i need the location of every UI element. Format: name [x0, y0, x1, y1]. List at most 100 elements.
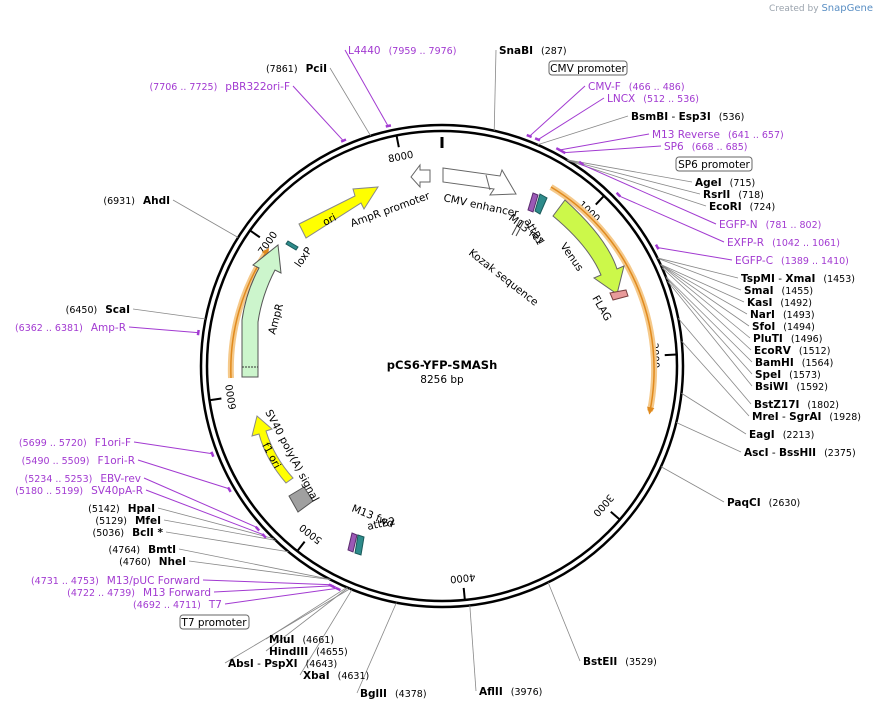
primer-leader-l4440	[344, 49, 389, 128]
feature-kozak-2	[511, 219, 521, 236]
leader-mrei	[681, 340, 750, 417]
primer-leader-m13-reverse	[558, 133, 650, 151]
primer-mark-ebv-rev	[254, 525, 261, 532]
primer-m13-reverse: M13 Reverse(641 .. 657)	[652, 129, 784, 141]
primer-leader-sv40pa-r	[145, 489, 266, 536]
leader-mfei	[163, 519, 276, 541]
primer-mark-f1ori-f	[210, 451, 215, 458]
site-paqci: PaqCI(2630)	[727, 497, 800, 509]
tick-3000	[610, 510, 621, 521]
tick-4000	[462, 587, 466, 600]
primer-mark-egfp-n	[578, 160, 585, 166]
primer-pbr322ori-f: (7706 .. 7725)pBR322ori-F	[149, 81, 290, 93]
primer-mark-sp6	[560, 149, 566, 155]
leader-sfoi	[660, 264, 750, 327]
backbone-inner	[205, 129, 679, 603]
feature-ampr-promoter	[410, 163, 431, 189]
backbone-outer	[199, 123, 685, 609]
site-bamhi: BamHI(1564)	[755, 357, 833, 369]
site-hpai: (5142)HpaI	[88, 503, 155, 515]
tick-7000	[249, 229, 261, 239]
primer-mark-t7	[335, 586, 342, 592]
leader-bsteii	[547, 582, 581, 662]
site-snabi: SnaBI(287)	[499, 45, 567, 57]
primer-mark-cmv-f	[526, 133, 533, 139]
primer-mark-lncx	[534, 137, 541, 142]
plasmid-length: 8256 bp	[420, 374, 464, 386]
leader-bglii	[356, 602, 397, 694]
tick-label-4000: 4000	[449, 571, 475, 584]
primer-leader-ebv-rev	[143, 477, 259, 529]
primer-leader-cmv-f	[528, 85, 586, 138]
primer-mark-pbr322ori-f	[340, 138, 347, 143]
leader-pluti	[660, 264, 751, 339]
leader-pcii	[329, 67, 371, 137]
snapgene-credit: Created by SnapGene	[769, 3, 873, 14]
primer-leader-sp6	[562, 145, 662, 154]
label-venus: Venus	[558, 241, 586, 274]
label-ori: ori	[321, 212, 339, 229]
feature-attb2	[354, 534, 365, 556]
site-bsteii: BstEII(3529)	[583, 656, 657, 668]
primer-t7: (4692 .. 4711)T7	[133, 599, 222, 611]
feature-attb1	[534, 193, 548, 215]
primer-mark-f1ori-r	[226, 486, 232, 493]
primer-leader-m13-forward	[213, 585, 334, 593]
leader-ecorv	[661, 267, 752, 351]
leader-hpai	[157, 507, 275, 540]
credit-prefix: Created by	[769, 4, 819, 14]
primer-mark-amp-r	[196, 329, 200, 336]
primer-leader-m13-puc-forward	[202, 579, 332, 586]
site-bglii: BglII(4378)	[360, 688, 427, 700]
site-pluti: PluTI(1496)	[753, 333, 822, 345]
primer-leader-egfp-c	[656, 246, 733, 261]
primer-m13-puc-forward: (4731 .. 4753)M13/pUC Forward	[31, 575, 200, 587]
site-spei: SpeI(1573)	[755, 369, 821, 381]
feature-cmv-enhancer	[442, 167, 517, 196]
primer-cmv-f: CMV-F(466 .. 486)	[588, 81, 685, 93]
label-m13-rev: M13 rev	[506, 212, 547, 248]
tick-label-3000: 3000	[590, 492, 615, 518]
leader-absi	[224, 588, 351, 664]
leader-bsmbi	[537, 115, 629, 146]
primer-leader-pbr322ori-f	[292, 85, 345, 142]
leader-snabi	[493, 49, 497, 131]
site-xbai: XbaI(4631)	[303, 670, 369, 682]
svg-text:SP6 promoter: SP6 promoter	[678, 159, 750, 171]
leader-paqci	[660, 466, 725, 503]
site-aflii: AflII(3976)	[479, 686, 542, 698]
label-flag: FLAG	[589, 294, 613, 324]
tick-label-6000: 6000	[224, 384, 239, 411]
leader-kasi	[660, 264, 745, 303]
site-asci: AscI - BssHII(2375)	[744, 447, 856, 459]
primer-egfp-n: EGFP-N(781 .. 802)	[719, 219, 821, 231]
site-tspmi: TspMI - XmaI(1453)	[741, 273, 855, 285]
site-rsrii: RsrII(718)	[703, 189, 764, 201]
feature-m13-fwd	[347, 532, 358, 553]
leader-spei	[666, 277, 753, 375]
leader-agei	[566, 159, 693, 183]
site-sfoi: SfoI(1494)	[752, 321, 815, 333]
site-mfei: (5129)MfeI	[95, 515, 161, 527]
site-ahdi: (6931)AhdI	[103, 195, 170, 207]
leader-smai	[657, 257, 742, 291]
site-ecorv: EcoRV(1512)	[754, 345, 830, 357]
primer-l4440: L4440(7959 .. 7976)	[348, 45, 456, 57]
feature-kozak	[515, 220, 525, 237]
site-scai: (6450)ScaI	[66, 304, 130, 316]
feature-m13-rev	[527, 192, 539, 213]
primer-sv40pa-r: (5180 .. 5199)SV40pA-R	[15, 485, 143, 497]
label-attb2: attB2	[366, 515, 396, 533]
primer-f1ori-r: (5490 .. 5509)F1ori-R	[22, 455, 135, 467]
site-absi: AbsI - PspXI(4643)	[228, 658, 337, 670]
primer-mark-m13-forward	[330, 584, 337, 589]
box-sp6-promoter: SP6 promoter	[675, 156, 753, 172]
primer-leader-amp-r	[128, 326, 200, 334]
svg-text:CMV promoter: CMV promoter	[550, 63, 626, 75]
tick-5000	[296, 541, 306, 552]
leader-bamhi	[665, 276, 753, 363]
primer-ebv-rev: (5234 .. 5253)EBV-rev	[25, 473, 142, 485]
site-eagi: EagI(2213)	[749, 429, 814, 441]
site-agei: AgeI(715)	[695, 177, 755, 189]
primer-leader-f1ori-f	[133, 441, 214, 455]
